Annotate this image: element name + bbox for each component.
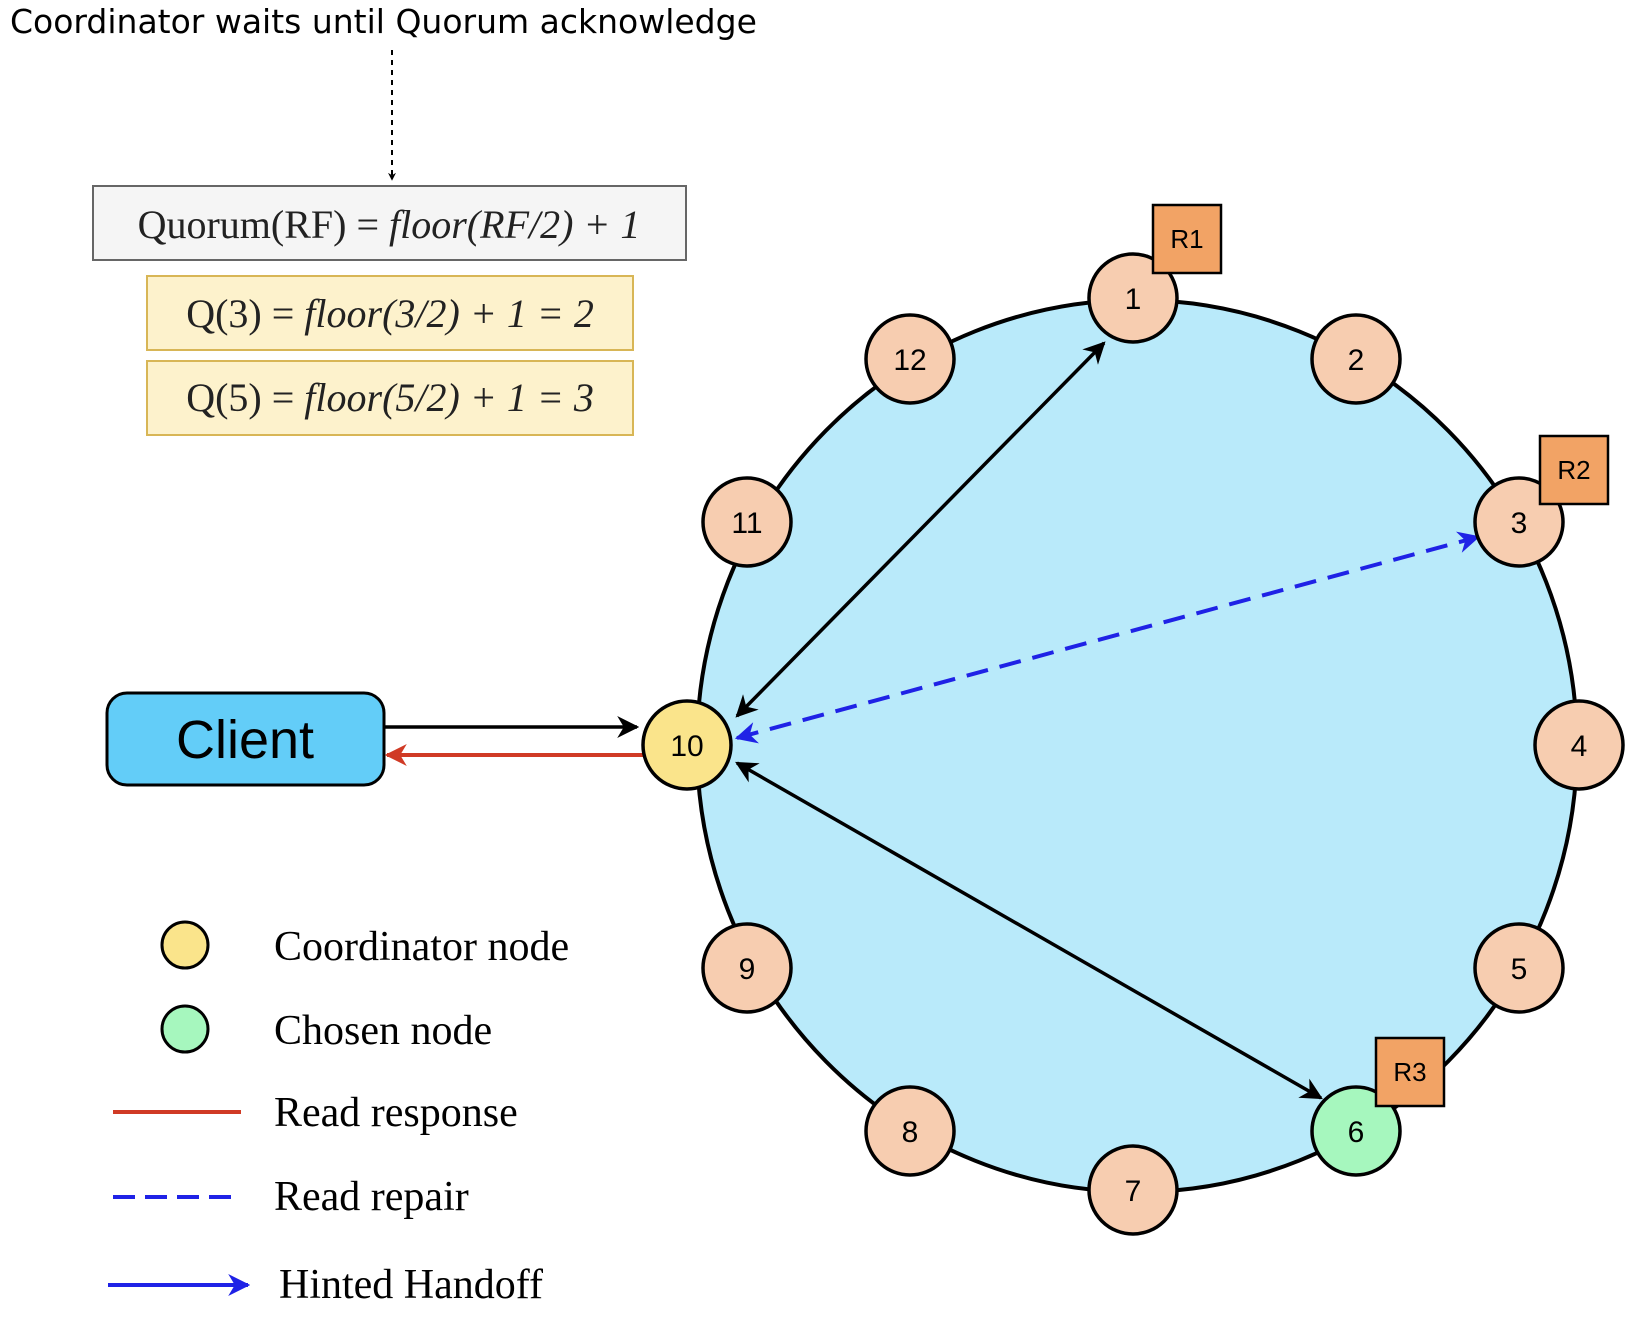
ring-node-2[interactable]: 2 bbox=[1310, 313, 1402, 405]
node-label-9: 9 bbox=[739, 953, 756, 986]
ring-node-5[interactable]: 5 bbox=[1473, 922, 1565, 1014]
node-label-4: 4 bbox=[1571, 730, 1588, 763]
legend-coordinator-swatch bbox=[160, 920, 210, 970]
legend: Coordinator node Chosen node Read respon… bbox=[108, 920, 569, 1308]
node-label-10: 10 bbox=[670, 730, 703, 763]
formula-q3-expr: floor(3/2) + 1 = 2 bbox=[304, 291, 594, 336]
ring-node-6-chosen[interactable]: 6 bbox=[1310, 1085, 1402, 1177]
node-label-7: 7 bbox=[1125, 1175, 1142, 1208]
formula-q3-prefix: Q(3) = bbox=[186, 291, 304, 336]
ring-node-8[interactable]: 8 bbox=[864, 1085, 956, 1177]
read-repair-coordinator-node3 bbox=[734, 531, 1481, 744]
svg-text:Q(3) = floor(3/2) + 1 = 2: Q(3) = floor(3/2) + 1 = 2 bbox=[186, 291, 594, 336]
ring-node-10-coordinator[interactable]: 10 bbox=[641, 699, 733, 791]
ring-node-4[interactable]: 4 bbox=[1533, 699, 1625, 791]
node-label-11: 11 bbox=[731, 507, 762, 540]
legend-read-repair-label: Read repair bbox=[274, 1174, 469, 1220]
formula-q5-box: Q(5) = floor(5/2) + 1 = 3 bbox=[146, 360, 634, 436]
replica-badge-r1: R1 bbox=[1151, 203, 1223, 275]
replica-label-r1: R1 bbox=[1170, 224, 1203, 254]
ring-node-9[interactable]: 9 bbox=[701, 922, 793, 1014]
formula-general-box: Quorum(RF) = floor(RF/2) + 1 bbox=[92, 185, 687, 261]
replica-badge-r3: R3 bbox=[1374, 1036, 1446, 1108]
legend-chosen-label: Chosen node bbox=[274, 1008, 492, 1054]
legend-item-chosen: Chosen node bbox=[160, 1004, 492, 1054]
legend-item-read-response: Read response bbox=[113, 1090, 518, 1136]
legend-item-read-repair: Read repair bbox=[113, 1174, 469, 1220]
arrow-coordinator-node6 bbox=[735, 761, 1323, 1100]
formula-q3-box: Q(3) = floor(3/2) + 1 = 2 bbox=[146, 275, 634, 351]
node-label-12: 12 bbox=[893, 344, 926, 377]
node-label-5: 5 bbox=[1511, 953, 1528, 986]
formula-general-prefix: Quorum(RF) = bbox=[138, 202, 389, 247]
ring-node-11[interactable]: 11 bbox=[701, 476, 793, 568]
legend-item-hinted-handoff: Hinted Handoff bbox=[108, 1262, 543, 1308]
legend-chosen-swatch bbox=[160, 1004, 210, 1054]
node-label-3: 3 bbox=[1511, 507, 1528, 540]
ring-node-1[interactable]: 1 bbox=[1087, 252, 1179, 344]
client-label: Client bbox=[176, 710, 314, 770]
legend-hinted-handoff-label: Hinted Handoff bbox=[279, 1262, 543, 1308]
legend-item-coordinator: Coordinator node bbox=[160, 920, 569, 970]
client-box[interactable]: Client bbox=[105, 691, 386, 787]
replica-label-r2: R2 bbox=[1557, 455, 1590, 485]
formula-general-expr: floor(RF/2) + 1 bbox=[389, 202, 640, 247]
node-label-6: 6 bbox=[1348, 1116, 1365, 1149]
node-label-1: 1 bbox=[1125, 283, 1142, 316]
ring-node-12[interactable]: 12 bbox=[864, 313, 956, 405]
replica-label-r3: R3 bbox=[1393, 1057, 1426, 1087]
svg-text:Q(5) = floor(5/2) + 1 = 3: Q(5) = floor(5/2) + 1 = 3 bbox=[186, 375, 594, 420]
formula-q5-prefix: Q(5) = bbox=[186, 375, 304, 420]
legend-coordinator-label: Coordinator node bbox=[274, 924, 569, 970]
formula-q5-expr: floor(5/2) + 1 = 3 bbox=[304, 375, 594, 420]
node-label-8: 8 bbox=[902, 1116, 919, 1149]
ring-node-7[interactable]: 7 bbox=[1087, 1144, 1179, 1236]
replica-badge-r2: R2 bbox=[1538, 434, 1610, 506]
annotation-text: Coordinator waits until Quorum acknowled… bbox=[10, 2, 757, 41]
legend-read-response-label: Read response bbox=[274, 1090, 518, 1136]
node-label-2: 2 bbox=[1348, 344, 1365, 377]
svg-text:Quorum(RF) = floor(RF/2) + 1: Quorum(RF) = floor(RF/2) + 1 bbox=[138, 202, 641, 247]
